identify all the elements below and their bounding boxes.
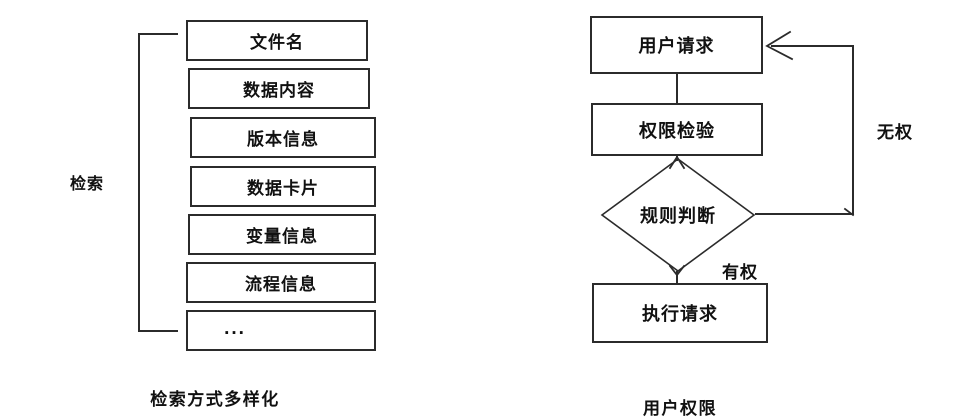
- edge-label-no-permission: 无权: [877, 123, 913, 142]
- bracket-label: 检索: [70, 176, 105, 193]
- flow-node-execute[interactable]: 执行请求: [592, 283, 768, 343]
- flow-node-rule[interactable]: 规则判断: [600, 157, 756, 273]
- list-item[interactable]: 数据内容: [188, 68, 370, 109]
- list-item[interactable]: ...: [186, 310, 376, 351]
- list-item[interactable]: 版本信息: [190, 117, 376, 158]
- flow-node-check[interactable]: 权限检验: [591, 103, 763, 156]
- flow-node-request[interactable]: 用户请求: [590, 16, 763, 74]
- edge-label-has-permission: 有权: [722, 263, 758, 282]
- left-diagram-caption: 检索方式多样化: [150, 390, 280, 409]
- right-diagram-caption: 用户权限: [643, 399, 717, 418]
- list-item[interactable]: 流程信息: [186, 262, 376, 303]
- list-item-ellipsis: ...: [224, 317, 246, 339]
- list-item[interactable]: 数据卡片: [190, 166, 376, 207]
- left-diagram-group: 检索 文件名 数据内容 版本信息 数据卡片 变量信息 流程信息 ... 检索方式…: [0, 0, 480, 418]
- list-item[interactable]: 文件名: [186, 20, 368, 61]
- list-item[interactable]: 变量信息: [188, 214, 376, 255]
- retrieval-bracket: [138, 33, 178, 332]
- flow-node-rule-label: 规则判断: [640, 206, 716, 226]
